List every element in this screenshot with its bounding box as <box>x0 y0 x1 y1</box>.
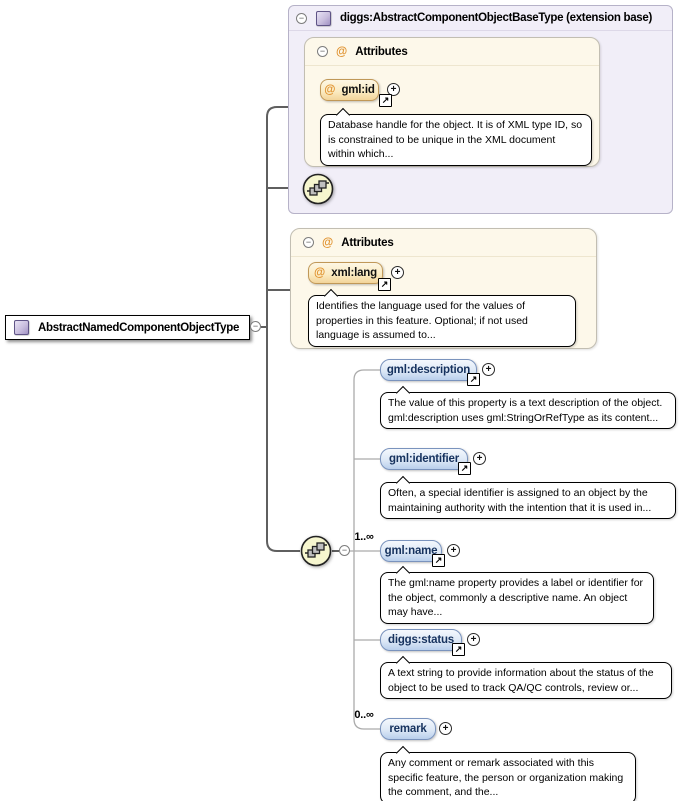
link-arrow-glyph: ↗ <box>454 644 463 654</box>
cardinality-label: 1..∞ <box>354 531 374 543</box>
jump-to-definition-icon[interactable]: ↗ <box>467 373 480 386</box>
attributes-header: − @ Attributes <box>305 38 599 66</box>
sequence-icon[interactable] <box>300 535 332 567</box>
base-attributes-box: − @ Attributes @ gml:id ↗ + Database hand… <box>304 37 600 167</box>
element-gml-description[interactable]: gml:description <box>380 359 477 381</box>
cardinality-label: 0..∞ <box>354 709 374 721</box>
plus-glyph: + <box>394 266 401 278</box>
jump-to-definition-icon[interactable]: ↗ <box>458 462 471 475</box>
base-type-title: diggs:AbstractComponentObjectBaseType (e… <box>340 12 653 24</box>
complex-type-icon <box>14 320 29 335</box>
plus-glyph: + <box>485 363 492 375</box>
plus-glyph: + <box>442 722 449 734</box>
link-arrow-glyph: ↗ <box>381 95 390 105</box>
attribute-icon: @ <box>322 236 334 249</box>
collapse-icon[interactable]: − <box>339 545 350 556</box>
element-diggs-status[interactable]: diggs:status <box>380 629 462 651</box>
element-gml-identifier[interactable]: gml:identifier <box>380 448 468 470</box>
collapse-icon[interactable]: − <box>303 237 314 248</box>
attribute-name: gml:id <box>341 84 375 96</box>
plus-glyph: + <box>470 633 477 645</box>
link-arrow-glyph: ↗ <box>460 463 469 473</box>
element-gml-name[interactable]: gml:name <box>380 540 442 562</box>
gml-id-doc-tooltip: Database handle for the object. It is of… <box>320 114 592 166</box>
link-arrow-glyph: ↗ <box>380 279 389 289</box>
xml-lang-doc-tooltip: Identifies the language used for the val… <box>308 295 576 347</box>
expand-icon[interactable]: + <box>473 452 486 465</box>
link-arrow-glyph: ↗ <box>434 555 443 565</box>
root-type-title: AbstractNamedComponentObjectType <box>38 321 240 334</box>
local-attributes-box: − @ Attributes @ xml:lang ↗ + Identifies … <box>290 228 597 349</box>
attribute-icon: @ <box>324 84 336 96</box>
jump-to-definition-icon[interactable]: ↗ <box>432 554 445 567</box>
attribute-gml-id[interactable]: @ gml:id <box>320 79 379 101</box>
base-type-header: − diggs:AbstractComponentObjectBaseType … <box>289 6 672 31</box>
gml-description-doc-tooltip: The value of this property is a text des… <box>380 392 676 429</box>
expand-icon[interactable]: + <box>482 363 495 376</box>
expand-icon[interactable]: + <box>467 633 480 646</box>
collapse-icon[interactable]: − <box>296 12 307 24</box>
jump-to-definition-icon[interactable]: ↗ <box>378 278 391 291</box>
jump-to-definition-icon[interactable]: ↗ <box>379 94 392 107</box>
expand-icon[interactable]: + <box>387 83 400 96</box>
plus-glyph: + <box>390 83 397 95</box>
attribute-icon: @ <box>314 267 326 279</box>
attribute-icon: @ <box>336 45 348 58</box>
remark-doc-tooltip: Any comment or remark associated with th… <box>380 752 636 801</box>
gml-name-doc-tooltip: The gml:name property provides a label o… <box>380 572 654 624</box>
link-arrow-glyph: ↗ <box>469 374 478 384</box>
plus-glyph: + <box>476 452 483 464</box>
expand-icon[interactable]: + <box>391 266 404 279</box>
collapse-icon[interactable]: − <box>317 46 328 57</box>
attributes-title: Attributes <box>341 236 394 249</box>
attribute-name: xml:lang <box>331 267 377 279</box>
diggs-status-doc-tooltip: A text string to provide information abo… <box>380 662 672 699</box>
element-remark[interactable]: remark <box>380 718 436 740</box>
attributes-header: − @ Attributes <box>291 229 596 257</box>
jump-to-definition-icon[interactable]: ↗ <box>452 643 465 656</box>
collapse-icon[interactable]: − <box>250 321 261 332</box>
expand-icon[interactable]: + <box>439 722 452 735</box>
root-type-box[interactable]: AbstractNamedComponentObjectType <box>5 315 250 340</box>
attributes-title: Attributes <box>355 45 408 58</box>
gml-identifier-doc-tooltip: Often, a special identifier is assigned … <box>380 482 676 519</box>
plus-glyph: + <box>450 544 457 556</box>
expand-icon[interactable]: + <box>447 544 460 557</box>
complex-type-icon <box>316 10 331 26</box>
attribute-xml-lang[interactable]: @ xml:lang <box>308 262 383 284</box>
base-type-box: − diggs:AbstractComponentObjectBaseType … <box>288 5 673 214</box>
sequence-icon[interactable] <box>302 173 334 205</box>
